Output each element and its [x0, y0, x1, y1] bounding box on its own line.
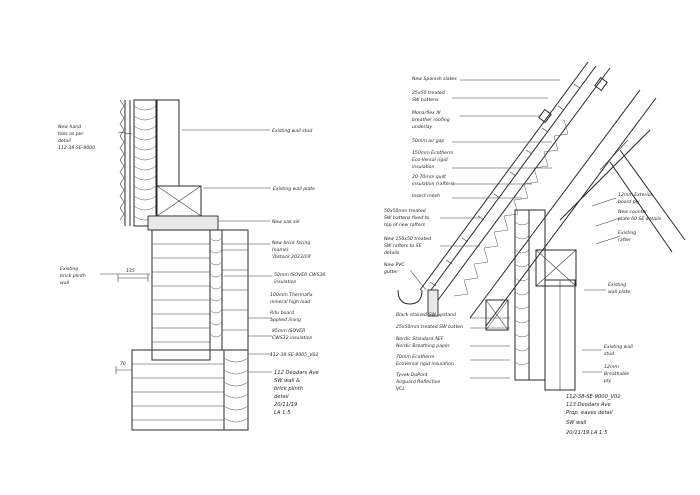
dim-70: 70	[120, 361, 126, 367]
note-new-rafters: New 150x50 treated SW rafters to SE deta…	[384, 236, 433, 256]
note-existing-wall-plate: Existing wall plate	[273, 186, 315, 192]
left-wall-detail	[100, 99, 272, 431]
note-breather-ply: 12mm Breathable ply	[603, 364, 631, 384]
existing-stud	[156, 99, 180, 187]
tile-hanging	[119, 99, 125, 221]
note-title-block-left: 112 Deodars Ave SW wall & brick plinth d…	[274, 370, 320, 416]
note-title-block-right: 112-38-SE-9000_V02 113 Deodars Ave Prop.…	[566, 394, 622, 436]
roof-insulation-hatch	[453, 119, 569, 297]
gutter	[397, 289, 423, 305]
note-new-brick-facing: New brick facing (name) 'Ibstock 2023/19…	[272, 240, 312, 260]
dim-135: 135	[126, 268, 135, 274]
note-new-oak-sill: New oak sill	[272, 219, 300, 225]
note-ecotherm-board: 70mm Ecotherm EcoVersal rigid insulation	[396, 354, 454, 367]
existing-wall-plate-r	[535, 249, 577, 287]
note-existing-wall-stud-r: Existing wall stud	[604, 344, 634, 357]
note-membrane-roof: Monarflex III breather roofing underlay	[412, 110, 451, 130]
note-existing-wall-plate-r: Existing wall plate	[608, 282, 630, 295]
note-natural-slates: New Spanish slates	[412, 76, 457, 82]
note-nordic-standard: Nordic Standard AEF Nordic Breathing pap…	[396, 336, 451, 349]
note-counter-battens: 50x50mm treated SW battens fixed to top …	[384, 208, 431, 228]
note-existing-wall-stud: Existing wall stud	[272, 128, 312, 134]
left-notes: New hand tiles as per detail 112-38-SE-9…	[58, 124, 327, 416]
oak-sill	[147, 215, 219, 231]
right-eaves-detail	[397, 61, 686, 391]
note-isover-insulation: 85mm ISOVER CWS32 insulation	[272, 328, 312, 341]
note-battens: 100mm Thermafix mineral high load	[270, 292, 314, 305]
note-pir-insulation: 150mm Ecotherm Eco-Versal rigid insulati…	[412, 150, 455, 170]
note-detail-ref: 112-38-SE-9005_V02	[270, 352, 318, 358]
note-sw-batten: 25x50mm treated SW batten	[396, 324, 463, 330]
note-air-gap: 50mm air gap	[412, 138, 444, 144]
note-new-pvc-gutter: New PVC gutter	[384, 262, 406, 275]
note-black-stained-upstand: Black stained SW upstand	[396, 312, 456, 318]
note-existing-timber-frame: New hand tiles as per detail 112-38-SE-9…	[58, 124, 95, 151]
note-tyvek-vcl: Tyvek DuPont Airguard Reflective VCL	[395, 372, 442, 392]
insulation-hatch	[133, 105, 157, 221]
note-existing-fascia: 12mm Exterior board ply New counter plat…	[617, 192, 662, 222]
note-quilt: 20-70mm quilt insulation (rafters)	[412, 174, 455, 187]
note-existing-rafter: Existing rafter	[618, 230, 638, 243]
note-existing-brick-plinth: Existing brick plinth wall	[60, 266, 87, 286]
right-notes: New Spanish slates 25x50 treated SW batt…	[384, 76, 662, 436]
note-membrane: Ritu board applied lining	[270, 310, 301, 323]
note-batten: 25x50 treated SW battens	[412, 90, 446, 103]
note-insulation: 50mm ISOVER CWS36 insulation	[274, 272, 327, 285]
note-insect-mesh: Insect mesh	[412, 193, 440, 199]
